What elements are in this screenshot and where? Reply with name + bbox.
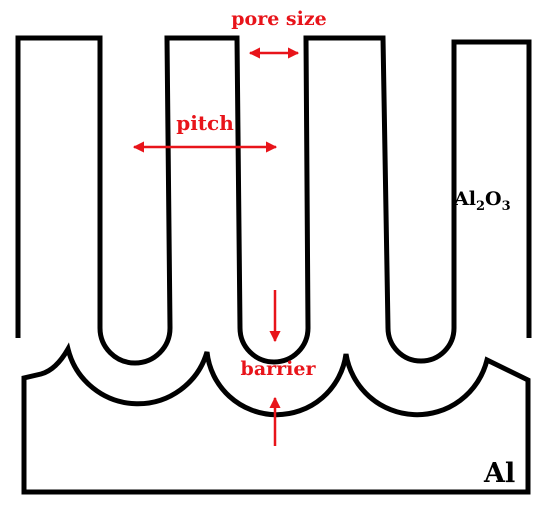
oxide-formula-subscript-2: 2 — [476, 199, 485, 214]
oxide-formula-subscript-3: 3 — [502, 199, 511, 214]
oxide-formula-o: O — [485, 188, 502, 210]
barrier-label: barrier — [241, 358, 317, 380]
oxide-formula-al: Al — [453, 188, 476, 210]
oxide-formula-label: Al2O3 — [453, 188, 511, 214]
aluminum-substrate-outline — [21, 342, 531, 495]
porous-oxide-layer-outline — [15, 35, 532, 366]
aluminum-label: Al — [483, 458, 515, 489]
pitch-label: pitch — [176, 111, 234, 135]
pore-size-label: pore size — [231, 8, 326, 30]
